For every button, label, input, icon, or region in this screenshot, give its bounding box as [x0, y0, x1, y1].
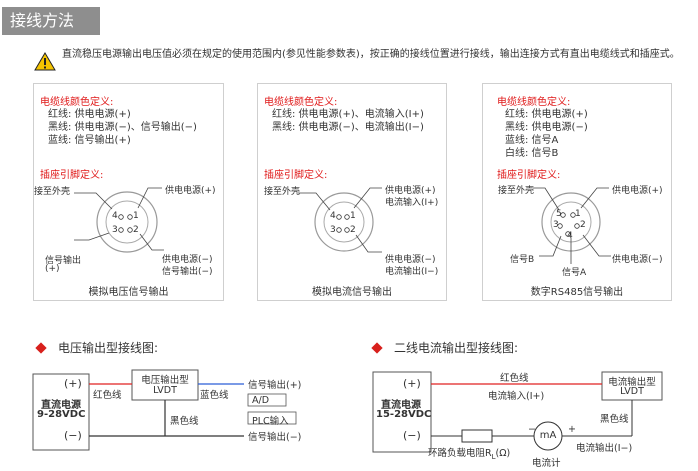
- connector-diagram-1: [74, 187, 164, 253]
- label-p3b-1: (+): [45, 264, 60, 274]
- current-plus: (+): [403, 377, 421, 390]
- current-wiring: [372, 371, 663, 453]
- label-p1-1: 供电电源(+): [165, 186, 216, 196]
- voltage-source: 直流电源: [41, 400, 81, 411]
- label-p2b-2: 电流输出(I−): [385, 267, 439, 277]
- pin-title-3: 插座引脚定义:: [497, 170, 561, 181]
- voltage-wiring: [32, 369, 297, 451]
- current-load-unit: (Ω): [495, 448, 511, 459]
- current-meter-plus: +: [568, 424, 576, 435]
- cable-line-3-4: 白线: 信号B: [505, 148, 559, 159]
- bullet-current: [371, 342, 383, 354]
- current-load-label: 环路负载电阻RL(Ω): [428, 445, 510, 461]
- pin-3-3: 3: [553, 220, 559, 230]
- pin-title-2: 插座引脚定义:: [264, 170, 328, 181]
- current-module-2: LVDT: [620, 386, 644, 397]
- label-p2b-1: 信号输出(−): [162, 267, 213, 277]
- panel-rs485: [482, 83, 672, 301]
- current-in-label: 电流输入(I+): [488, 391, 545, 402]
- pin-2-1: 2: [133, 225, 139, 235]
- voltage-plc: PLC输入: [252, 416, 289, 427]
- label-p1b-2: 电流输入(I+): [385, 198, 439, 208]
- label-shell-3: 接至外壳: [498, 186, 535, 196]
- current-out-label: 电流输出(I−): [576, 443, 633, 454]
- cable-line-3-3: 蓝线: 信号A: [505, 135, 559, 146]
- cable-line-3-1: 红线: 供电电源(+): [505, 109, 588, 120]
- pin-1-3: 1: [575, 209, 581, 219]
- current-range: 15-28VDC: [376, 409, 432, 420]
- label-shell-1: 接至外壳: [34, 187, 71, 197]
- label-p1-2: 供电电源(+): [385, 186, 436, 196]
- caption-1: 模拟电压信号输出: [88, 287, 169, 298]
- current-module-1: 电流输出型: [608, 377, 656, 388]
- warning-text: 直流稳压电源输出电压值必须在规定的使用范围内(参见性能参数表)，按正确的接线位置…: [62, 49, 680, 60]
- voltage-sig-minus: 信号输出(−): [248, 432, 302, 443]
- label-p1-3: 供电电源(+): [612, 186, 663, 196]
- voltage-module-1: 电压输出型: [141, 375, 189, 386]
- current-title: 二线电流输出型接线图:: [394, 341, 519, 355]
- label-p3-1: 信号输出: [45, 256, 82, 266]
- current-minus: (−): [403, 429, 421, 442]
- panel-current: [257, 83, 447, 301]
- pin-4-1: 4: [112, 211, 118, 221]
- voltage-black-label: 黑色线: [170, 416, 199, 427]
- current-meter-label: 电流计: [532, 458, 561, 469]
- pin-title-1: 插座引脚定义:: [40, 170, 104, 181]
- voltage-minus: (−): [64, 429, 82, 442]
- current-meter-minus: −: [528, 424, 536, 435]
- cable-line-1-3: 蓝线: 信号输出(+): [48, 135, 131, 146]
- connector-diagram-3: [533, 187, 611, 264]
- pin-5-3: 5: [556, 209, 562, 219]
- voltage-plus: (+): [64, 377, 82, 390]
- current-source: 直流电源: [381, 400, 421, 411]
- pin-3-1: 3: [112, 225, 118, 235]
- voltage-blue-label: 蓝色线: [200, 390, 229, 401]
- label-sigB-3: 信号B: [510, 255, 535, 265]
- voltage-ad: A/D: [252, 395, 270, 406]
- cable-line-1-2: 黑线: 供电电源(−)、信号输出(−): [48, 122, 197, 133]
- pin-dots-1: [118, 214, 133, 233]
- pin-4-3: 4: [567, 231, 573, 241]
- cable-line-2-2: 黑线: 供电电源(−)、电流输出(I−): [272, 122, 424, 133]
- cable-title-2: 电缆线颜色定义:: [264, 97, 338, 108]
- current-meter-icon: mA: [539, 430, 557, 441]
- current-load-text: 环路负载电阻R: [428, 448, 492, 459]
- caption-3: 数字RS485信号输出: [530, 287, 624, 298]
- voltage-red-label: 红色线: [93, 390, 122, 401]
- pin-3-2: 3: [330, 225, 336, 235]
- label-p2-1: 供电电源(−): [162, 255, 213, 265]
- pin-dots-3: [558, 212, 580, 237]
- pin-dots-2: [336, 214, 350, 233]
- warning-icon: [34, 52, 56, 71]
- cable-line-1-1: 红线: 供电电源(+): [48, 109, 131, 120]
- cable-line-3-2: 黑线: 供电电源(−): [505, 122, 588, 133]
- voltage-sig-plus: 信号输出(+): [248, 380, 302, 391]
- cable-line-2-1: 红线: 供电电源(+)、电流输入(I+): [272, 109, 424, 120]
- voltage-range: 9-28VDC: [37, 409, 86, 420]
- voltage-title: 电压输出型接线图:: [58, 341, 159, 355]
- connector-diagram-2: [298, 187, 382, 253]
- cable-title-1: 电缆线颜色定义:: [40, 97, 114, 108]
- label-p2-3: 供电电源(−): [612, 255, 663, 265]
- current-black-label: 黑色线: [600, 414, 629, 425]
- pin-1-2: 1: [350, 211, 356, 221]
- current-load-sub: L: [491, 452, 496, 461]
- caption-2: 模拟电流信号输出: [312, 287, 392, 298]
- label-shell-2: 接至外壳: [264, 187, 301, 197]
- bullet-voltage: [35, 342, 47, 354]
- current-red-label: 红色线: [500, 373, 529, 384]
- pin-2-2: 2: [350, 225, 356, 235]
- pin-1-1: 1: [133, 211, 139, 221]
- label-sigA-3: 信号A: [562, 268, 587, 278]
- page-title: 接线方法: [2, 7, 100, 35]
- voltage-module-2: LVDT: [153, 385, 177, 396]
- cable-title-3: 电缆线颜色定义:: [497, 97, 571, 108]
- pin-4-2: 4: [330, 211, 336, 221]
- label-p2-2: 供电电源(−): [385, 255, 436, 265]
- pin-2-3: 2: [580, 220, 586, 230]
